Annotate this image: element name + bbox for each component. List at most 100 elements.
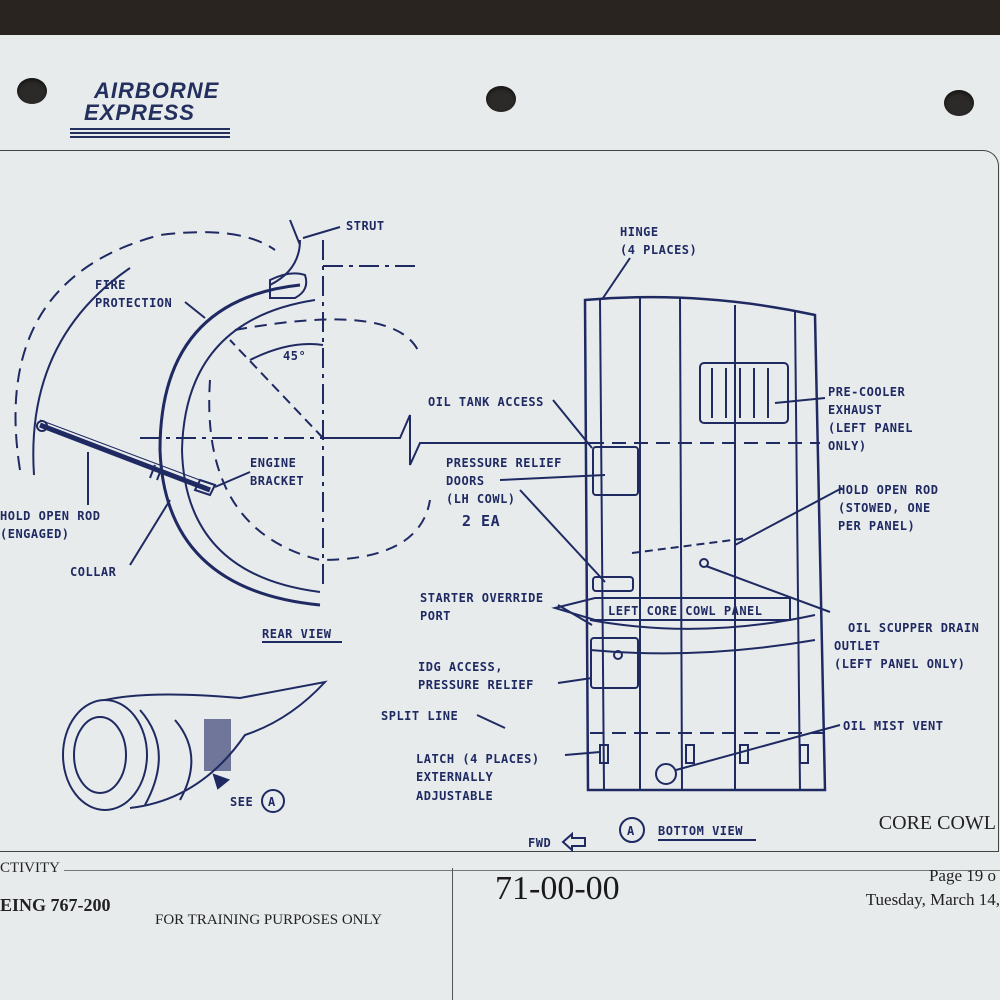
angle-arc [249,343,324,361]
latch [685,744,695,764]
label-angle: 45° [283,349,306,363]
oil-scupper-drain [699,558,709,568]
label-engine: ENGINE [250,456,296,470]
figure-frame [0,150,999,852]
leader-pressure-relief [499,474,606,481]
label-lh-cowl: (LH COWL) [446,492,516,506]
binder-hole [486,86,516,112]
latch [799,744,809,764]
strut-fitting [269,272,308,299]
label-port: PORT [420,609,451,623]
label-exhaust: EXHAUST [828,403,882,417]
label-stowed: (STOWED, ONE [838,501,931,515]
pre-cooler-exhaust [699,362,789,424]
engine-nacelle [104,680,328,809]
label-oil-tank-access: OIL TANK ACCESS [428,395,544,409]
training-notice: FOR TRAINING PURPOSES ONLY [155,912,383,928]
activity-label: CTIVITY [0,860,64,877]
label-externally: EXTERNALLY [416,770,494,784]
label-fire: FIRE [95,278,126,292]
left-core-cowl-label-box [551,597,791,621]
idg-fitting [613,650,623,660]
label-oil-mist-vent: OIL MIST VENT [843,719,943,733]
hold-open-rod-stowed [631,537,749,554]
label-pressure-relief: PRESSURE RELIEF [446,456,562,470]
leader-bracket [214,471,251,488]
label-per-panel: PER PANEL) [838,519,915,533]
label-hold-open-rod-stowed: HOLD OPEN ROD [838,483,938,497]
label-pre-cooler: PRE-COOLER [828,385,906,399]
oil-mist-vent [655,763,677,785]
label-split-line: SPLIT LINE [381,709,458,723]
label-outlet: OUTLET [834,639,880,653]
see-arrow [212,773,231,790]
label-oil-scupper: OIL SCUPPER DRAIN [848,621,979,635]
engine-bracket [193,478,217,497]
label-left-panel-only: (LEFT PANEL ONLY) [834,657,965,671]
label-strut: STRUT [346,219,385,233]
label-left-core-cowl-panel: LEFT CORE COWL PANEL [608,604,763,618]
engine-inlet [62,699,148,811]
engine-case-dashed [234,318,421,356]
label-doors: DOORS [446,474,485,488]
page-number: Page 19 o [928,866,996,885]
label-engaged: (ENGAGED) [0,527,70,541]
cowl-panel-outline [583,295,827,792]
logo-stripes [70,128,240,138]
engine-inlet-inner [73,716,127,794]
oil-tank-access-door [592,446,639,496]
view-ref-circle [619,817,645,843]
core-cowl-hatch [204,719,231,771]
label-view-ref: A [627,824,635,838]
latch [739,744,749,764]
manual-page [0,35,1000,1000]
label-hinge: HINGE [620,225,659,239]
leader-oil-tank [552,399,593,449]
hold-open-rod-engaged [39,422,211,493]
hold-open-rod-engaged [39,419,206,483]
leader-pre-cooler [774,397,826,404]
label-idg-access: IDG ACCESS, [418,660,503,674]
leader-hold-open [734,487,843,546]
label-bracket: BRACKET [250,474,304,488]
leader-pressure-relief [519,489,606,583]
cowl-open-outline [14,231,276,471]
collar-mark [156,466,163,481]
label-only: ONLY) [828,439,867,453]
cowl-closed-outline [158,283,321,607]
angle-line [229,339,324,439]
leader-fire [184,301,206,319]
section-title: CORE COWL [878,812,996,834]
panel-line [679,297,683,791]
label-latch: LATCH (4 PLACES) [416,752,540,766]
collar-mark [149,464,156,479]
label-protection: PROTECTION [95,296,172,310]
leader-collar [129,499,171,566]
latch [599,744,609,764]
footer-left-box [0,868,453,1000]
label-see-ref: A [268,795,276,809]
binder-hole [944,90,974,116]
bottom-view-caption: BOTTOM VIEW [658,824,743,838]
section-break [323,414,590,466]
label-collar: COLLAR [70,565,117,579]
logo-line1: AIRBORNE [94,78,220,103]
pressure-relief-door [592,576,634,592]
engine-ring [139,709,160,806]
leader-hinge [602,257,631,299]
aircraft-model: EING 767-200 [0,895,111,915]
label-starter-override: STARTER OVERRIDE [420,591,544,605]
document-number: 71-00-00 [495,870,620,907]
leader-strut [302,226,341,239]
label-hold-open-rod: HOLD OPEN ROD [0,509,100,523]
leader-latch [564,751,601,756]
label-adjustable: ADJUSTABLE [416,789,493,803]
panel-break-line [589,639,816,655]
logo-line2: EXPRESS [84,100,195,125]
label-left-panel: (LEFT PANEL [828,421,913,435]
cowl-open-outline [32,267,131,476]
label-hinge-places: (4 PLACES) [620,243,697,257]
leader-idg [557,677,593,684]
footer-divider [0,870,1000,871]
